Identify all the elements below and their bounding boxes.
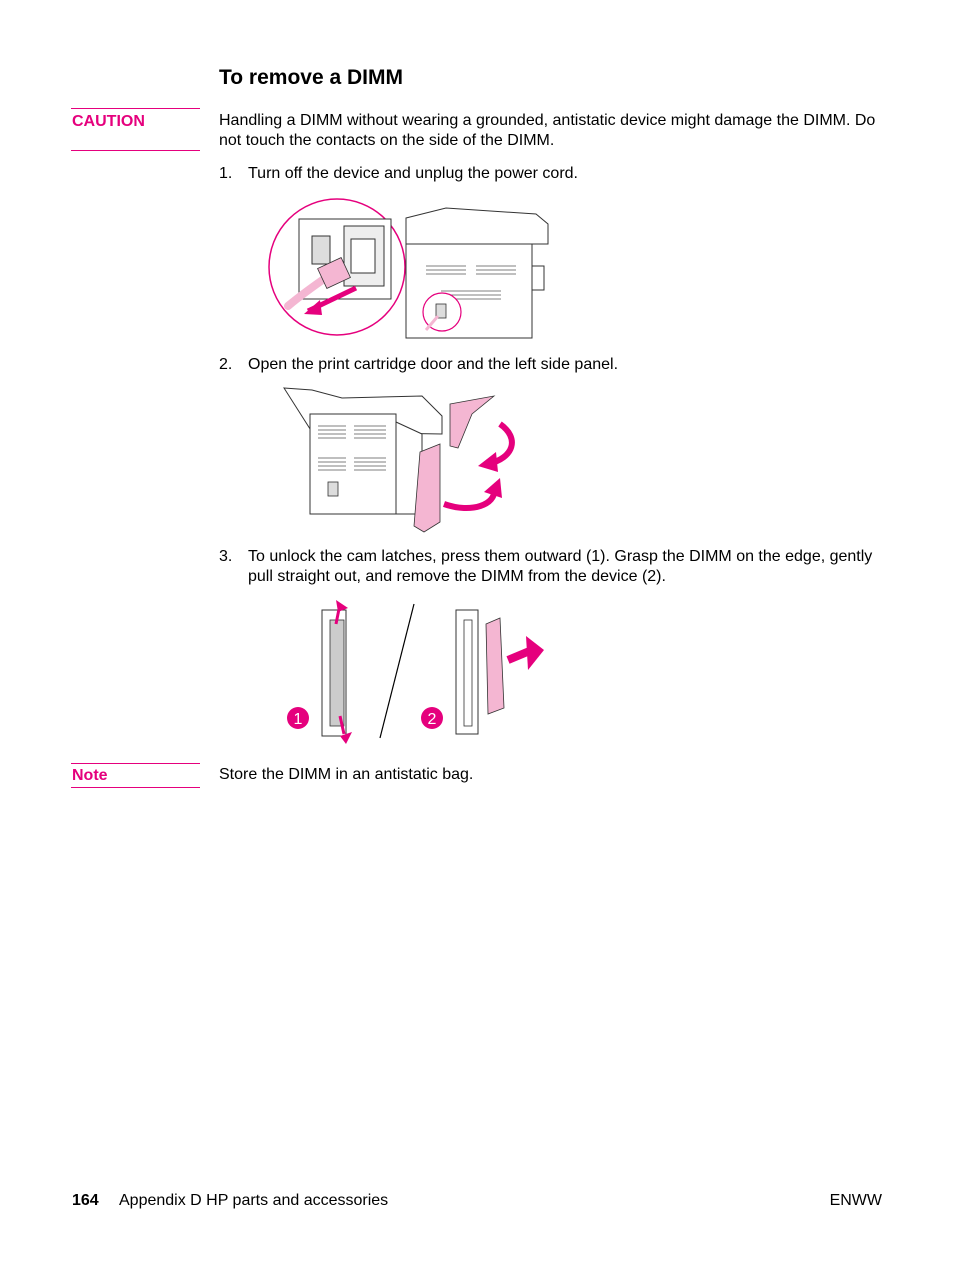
step-3: 3. To unlock the cam latches, press them… [219, 547, 889, 587]
caution-label: CAUTION [72, 113, 145, 130]
arrow-icon [526, 636, 544, 670]
caution-text-line2: not touch the contacts on the side of th… [219, 132, 555, 149]
note-text: Store the DIMM in an antistatic bag. [219, 766, 474, 783]
dimm-module-icon [485, 617, 505, 715]
step-number: 2. [219, 356, 233, 373]
footer-right-label: ENWW [829, 1192, 882, 1209]
rotate-arrow-icon [442, 478, 502, 511]
footer-section: Appendix D HP parts and accessories [119, 1192, 389, 1209]
step-2: 2. Open the print cartridge door and the… [219, 355, 889, 375]
unplug-power-cord-illustration [268, 198, 549, 339]
callout-1-icon [287, 707, 309, 729]
step-text: To unlock the cam latches, press them ou… [248, 547, 889, 587]
callout-2-label: 2 [428, 711, 437, 728]
step-text-line1: To unlock the cam latches, press them ou… [248, 548, 873, 565]
arrow-icon [304, 300, 322, 315]
note-bottom-rule [71, 787, 200, 788]
note-label: Note [72, 767, 108, 784]
page-title: To remove a DIMM [219, 66, 403, 89]
step-text: Open the print cartridge door and the le… [248, 356, 619, 373]
step-number: 1. [219, 165, 233, 182]
caution-text-line1: Handling a DIMM without wearing a ground… [219, 112, 876, 129]
note-top-rule [71, 763, 200, 764]
remove-dimm-illustration: 1 2 [287, 600, 544, 744]
caution-top-rule [71, 108, 200, 109]
step-text-line2: pull straight out, and remove the DIMM f… [248, 568, 666, 585]
callout-1-label: 1 [294, 711, 303, 728]
rotate-arrow-icon [478, 421, 515, 472]
step-number: 3. [219, 548, 233, 565]
step-1: 1. Turn off the device and unplug the po… [219, 164, 889, 184]
caution-bottom-rule [71, 150, 200, 151]
callout-2-icon [421, 707, 443, 729]
page-number: 164 [72, 1192, 99, 1209]
dimm-module-icon [329, 619, 345, 727]
caution-text: Handling a DIMM without wearing a ground… [219, 111, 875, 151]
step-text: Turn off the device and unplug the power… [248, 165, 578, 182]
open-door-side-panel-illustration [283, 387, 515, 533]
